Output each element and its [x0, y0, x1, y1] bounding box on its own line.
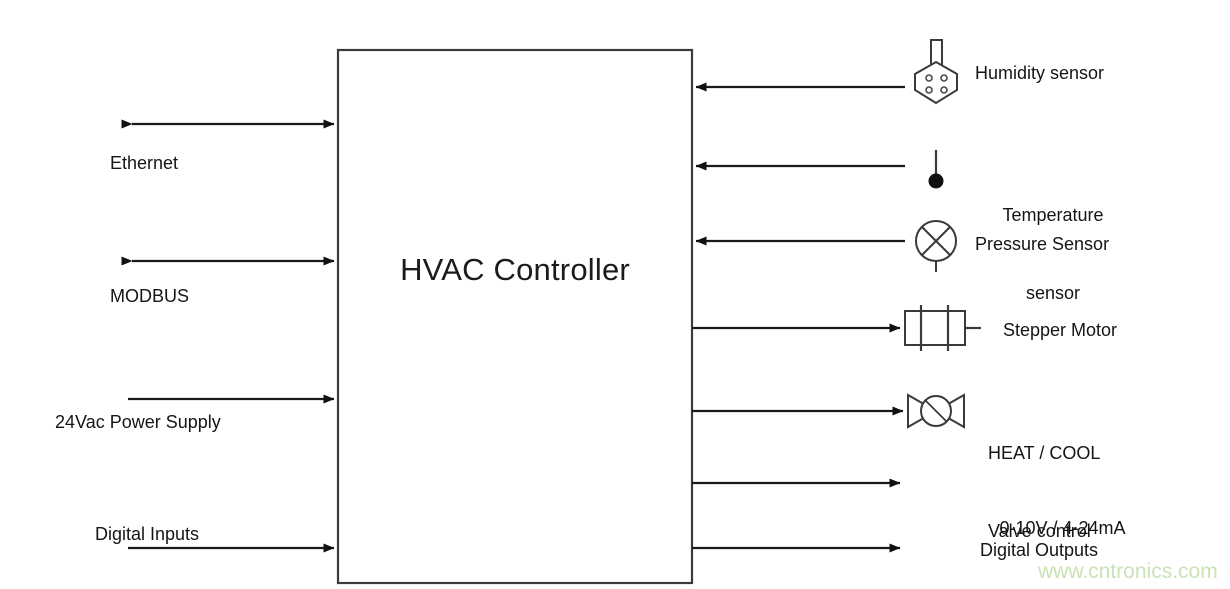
left-label-ethernet: Ethernet [110, 153, 179, 173]
left-label-power-supply: 24Vac Power Supply [55, 412, 221, 432]
humidity-sensor-icon [914, 39, 958, 105]
left-label-modbus: MODBUS [110, 286, 190, 306]
temperature-label-line-1: Temperature [1002, 205, 1104, 226]
right-label-pressure-sensor: Pressure Sensor [975, 234, 1110, 254]
right-label-stepper-motor: Stepper Motor [1003, 320, 1118, 340]
valve-icon [907, 393, 965, 429]
temperature-label-line-2: sensor [1025, 283, 1081, 304]
right-label-analog-output: 0-10V / 4-24mA Output [980, 463, 1145, 589]
right-label-temperature-sensor: Temperature sensor [968, 150, 1138, 359]
right-label-digital-outputs: Digital Outputs [980, 540, 1099, 560]
analog-output-label-line-1: 0-10V / 4-24mA [999, 518, 1126, 539]
right-label-humidity-sensor: Humidity sensor [975, 63, 1105, 83]
controller-box [336, 48, 694, 585]
temperature-sensor-icon [928, 150, 944, 189]
right-label-valve-control: HEAT / COOL Valve control [988, 388, 1100, 589]
watermark: www.cntronics.com [1038, 560, 1218, 583]
left-label-digital-inputs: Digital Inputs [95, 524, 200, 544]
stepper-motor-icon [904, 305, 981, 351]
pressure-sensor-icon [915, 220, 957, 272]
valve-label-line-1: HEAT / COOL [988, 443, 1101, 464]
valve-label-line-2: Valve control [988, 521, 1091, 542]
page-title: HVAC Controller [400, 252, 630, 287]
